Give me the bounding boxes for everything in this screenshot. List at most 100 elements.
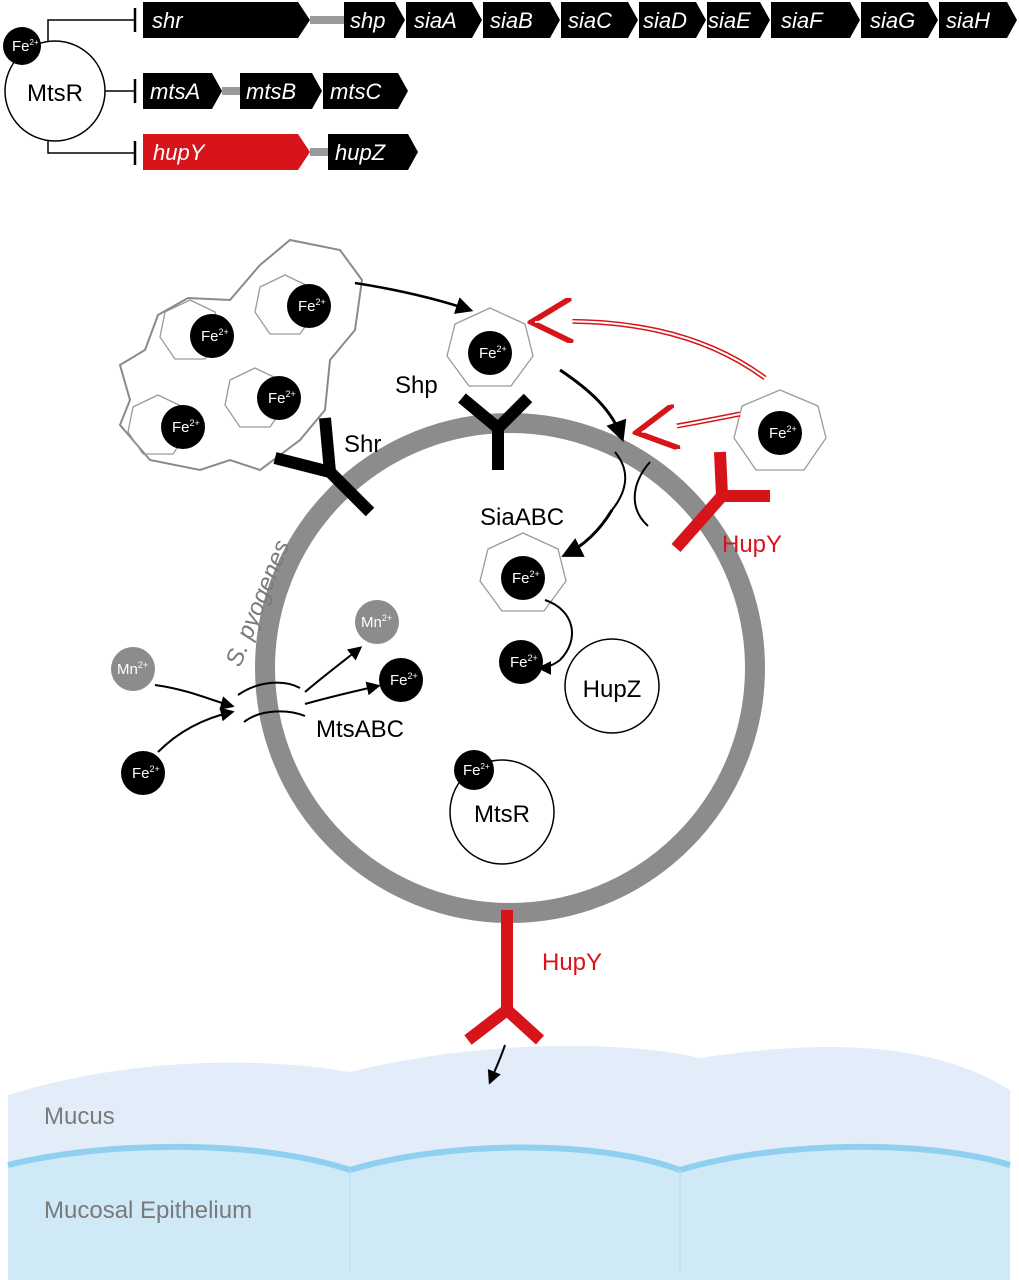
siaabc-label: SiaABC [480,504,564,531]
arrow-shp-to-siaabc [559,368,627,442]
intergenic-spacer-1 [310,16,344,24]
fe-ion [758,411,802,455]
regulator-fe-ion [3,27,41,65]
gene-label-siaC: siaC [568,8,612,33]
fe-ion-label: Fe2+ [132,764,160,782]
siaabc-transporter [611,451,651,527]
shp-label: Shp [395,372,438,399]
gene-siaG [861,2,938,38]
gene-hupZ [328,134,418,170]
fe-ion [468,331,512,375]
fe-ion [501,556,545,600]
mn-ion-label: Mn2+ [117,660,148,678]
hupy-receptor-bottom [464,910,545,1045]
gene-label-siaF: siaF [781,8,824,33]
gene-mtsC [323,73,408,109]
arrow-to-internal-fe [304,681,381,705]
intergenic-spacer-2 [222,87,240,95]
repression-line-sia [47,19,135,41]
arrow-siaabc-into-cell [561,509,614,557]
gene-label-mtsB: mtsB [246,79,296,104]
gene-label-hupY: hupY [153,140,206,165]
gene-label-hupZ: hupZ [335,140,387,165]
arrow-red-hupy-to-shp-core [534,320,766,379]
gene-label-siaD: siaD [643,8,687,33]
heme-unit-shp: Fe2+ [446,307,534,387]
gene-shr [143,2,310,38]
gene-hupY [143,134,310,170]
repression-line-hup [47,141,135,154]
regulator-fe-label: Fe2+ [12,38,39,55]
external-fe-ion: Fe2+ [121,751,165,795]
fe-ion-label: Fe2+ [172,418,200,436]
arrows [154,281,767,1085]
gene-mtsA [143,73,222,109]
heme-unit: Fe2+ [127,394,205,455]
fe-ion-label: Fe2+ [390,671,418,689]
arrow-to-internal-mn [304,646,363,693]
epithelium-surface [7,1143,1011,1174]
internal-fe-ion: Fe2+ [379,658,423,702]
fe-ion [161,405,205,449]
hupz-circle [564,638,660,734]
mtsr-regulator-label: MtsR [27,80,83,107]
mtsabc-transporter [237,681,306,723]
gene-label-shp: shp [350,8,385,33]
mtsr-internal-fe-label: Fe2+ [463,762,490,779]
heme-unit: Fe2+ [254,274,331,335]
heme-unit: Fe2+ [224,367,301,428]
gene-label-siaE: siaE [708,8,751,33]
gene-siaB [483,2,560,38]
internal-mn-ion: Mn2+ [355,600,399,644]
mn-ion-label: Mn2+ [361,613,392,631]
mtsr-internal-fe-ion [454,750,494,790]
gene-label-mtsA: mtsA [150,79,200,104]
gene-label-siaH: siaH [946,8,990,33]
shp-receptor [458,393,533,470]
heme-unit: Fe2+ [159,299,234,360]
fe-ion-label: Fe2+ [201,327,229,345]
epithelium-label: Mucosal Epithelium [44,1197,252,1224]
fe-ion [287,284,331,328]
fe-ion-label: Fe2+ [512,569,540,587]
fe-ion-label: Fe2+ [510,653,538,671]
arrow-fe-to-mtsabc [157,707,235,753]
fe-ion-label: Fe2+ [298,297,326,315]
gene-siaH [939,2,1017,38]
hemoglobin-aggregate: Fe2+ Fe2+ Fe2+ Fe2+ [118,238,364,472]
released-fe-ion: Fe2+ [499,640,543,684]
gene-label-siaB: siaB [490,8,533,33]
gene-mtsB [240,73,322,109]
gene-label-mtsC: mtsC [330,79,381,104]
gene-shp [344,2,405,38]
arrow-heme-to-hupz [537,599,573,675]
mucus-label: Mucus [44,1103,115,1130]
epithelium-layer [8,1146,1010,1280]
gene-label-siaA: siaA [414,8,457,33]
gene-siaC [561,2,638,38]
arrow-mn-to-mtsabc [154,684,235,710]
heme-unit-hupy: Fe2+ [733,389,827,471]
hupz-label: HupZ [583,676,642,703]
fe-ion-label: Fe2+ [769,424,797,442]
gene-siaD [639,2,706,38]
fe-ion-label: Fe2+ [479,344,507,362]
hupy-bottom-label: HupY [542,949,602,976]
arrow-hupy-to-mucus [487,1044,506,1085]
fe-ion [190,314,234,358]
external-mn-ion: Mn2+ [111,647,155,691]
gene-label-shr: shr [152,8,184,33]
gene-label-siaG: siaG [870,8,915,33]
fe-ion-label: Fe2+ [268,389,296,407]
shr-receptor [273,417,375,517]
gene-siaA [406,2,482,38]
fe-ion [257,376,301,420]
gene-siaF [771,2,860,38]
hupy-receptor-top [671,451,770,552]
intergenic-spacer-3 [310,148,328,156]
heme-unit-internal: Fe2+ [479,532,567,612]
host-tissue: Mucus Mucosal Epithelium [7,1045,1011,1280]
mtsabc-label: MtsABC [316,716,404,743]
